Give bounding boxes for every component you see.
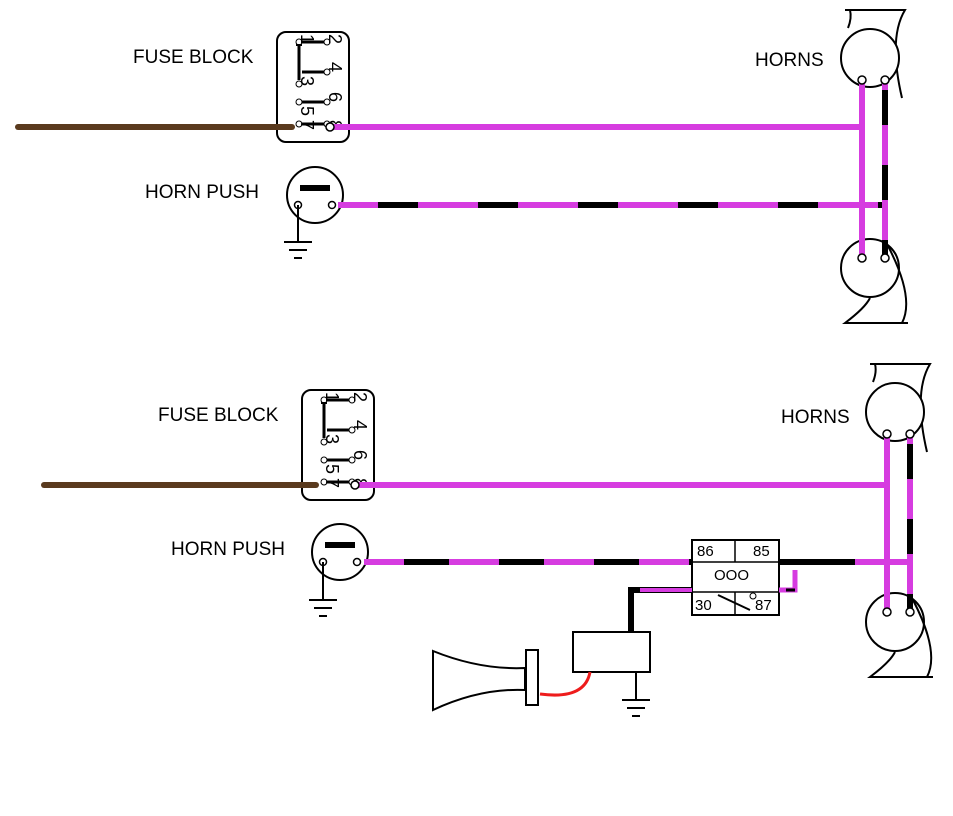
fuse-number-2: 2 — [325, 34, 345, 44]
red-wire — [539, 671, 592, 697]
fuse-number-7: 7 — [322, 478, 342, 488]
horns-label: HORNS — [781, 407, 850, 428]
fuse-number-7: 7 — [297, 120, 317, 130]
horn-pair — [840, 9, 909, 324]
horn-push-label: HORN PUSH — [171, 539, 285, 560]
fuse-number-1: 1 — [322, 392, 342, 402]
horns-label: HORNS — [755, 50, 824, 71]
relay-terminal-85: 85 — [753, 543, 770, 560]
fuse-number-2: 2 — [350, 392, 370, 402]
horn-push-switch — [312, 524, 368, 580]
top-diagram: FUSE BLOCK HORNS HORN PUSH 1 3 5 2 4 6 7… — [15, 9, 909, 324]
compressor-unit — [572, 631, 651, 673]
fuse-number-6: 6 — [350, 450, 370, 460]
fuse-block-label: FUSE BLOCK — [158, 405, 279, 426]
earth-symbol — [308, 589, 338, 617]
relay-terminal-87: 87 — [755, 597, 772, 614]
horn-push-switch — [287, 167, 343, 223]
relay-terminal-86: 86 — [697, 543, 714, 560]
relay-switch-arm — [717, 594, 751, 611]
fuse-number-4: 4 — [325, 62, 345, 72]
relay: 86 85 OOO 30 87 — [691, 539, 780, 616]
earth-symbol — [283, 231, 313, 259]
fuse-number-5: 5 — [297, 106, 317, 116]
relay-terminal-30: 30 — [695, 597, 712, 614]
horn-pair — [865, 363, 934, 678]
fuse-number-1: 1 — [297, 34, 317, 44]
fuse-number-3: 3 — [322, 434, 342, 444]
horn-push-label: HORN PUSH — [145, 182, 259, 203]
air-horn-icon — [432, 649, 539, 712]
fuse-number-3: 3 — [297, 76, 317, 86]
relay-coil: OOO — [714, 567, 749, 584]
bottom-diagram: FUSE BLOCK HORNS HORN PUSH 1 3 5 2 4 6 7… — [41, 363, 934, 717]
fuse-number-6: 6 — [325, 92, 345, 102]
earth-symbol — [621, 689, 651, 717]
fuse-number-4: 4 — [350, 420, 370, 430]
fuse-block-label: FUSE BLOCK — [133, 47, 254, 68]
fuse-number-5: 5 — [322, 464, 342, 474]
